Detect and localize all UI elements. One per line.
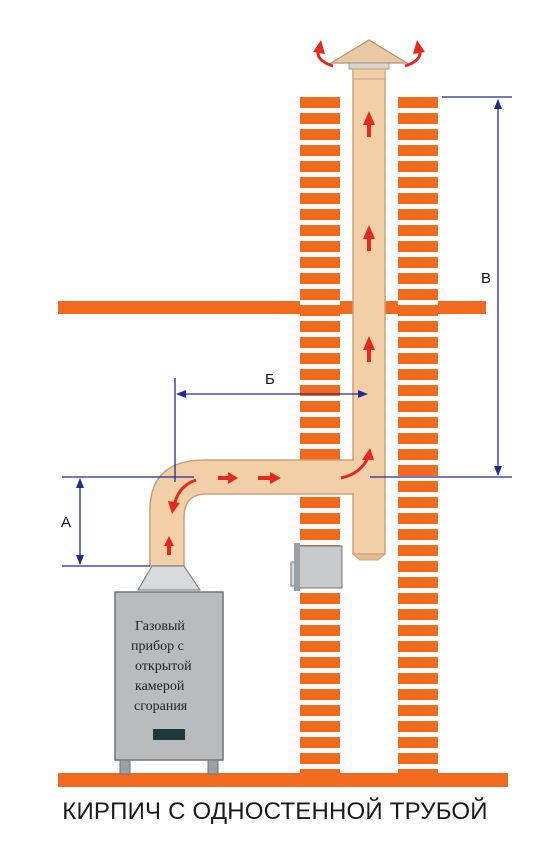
- dimension-b-label: Б: [265, 371, 275, 388]
- flow-arrow-icon: [168, 478, 197, 514]
- gas-appliance: Газовый прибор с открытой камерой сгоран…: [114, 565, 224, 775]
- cleanout-hatch: [290, 543, 343, 591]
- floor-line: [58, 773, 508, 787]
- draft-arrow-icon: [413, 40, 425, 54]
- chimney-cap: [328, 39, 410, 80]
- draft-arrow-icon: [313, 40, 325, 54]
- flow-arrow-icon: [218, 472, 238, 484]
- flow-arrow-icon: [164, 536, 174, 555]
- flow-arrow-icon: [363, 225, 375, 251]
- boiler-label-line: открытой: [135, 659, 192, 674]
- dimension-a-label: А: [61, 514, 71, 531]
- boiler-label-line: Газовый: [135, 619, 185, 634]
- flow-arrow-icon: [258, 472, 281, 484]
- flow-arrow-icon: [363, 336, 375, 362]
- flow-arrow-icon: [340, 448, 374, 480]
- boiler-label-line: прибор с: [131, 639, 184, 654]
- flue-pipe: [149, 69, 387, 567]
- flow-arrow-icon: [363, 111, 375, 137]
- diagram-caption: КИРПИЧ С ОДНОСТЕННОЙ ТРУБОЙ: [62, 798, 488, 825]
- brick-wall-left: [300, 97, 340, 773]
- brick-wall-right: [398, 97, 438, 773]
- boiler-label-line: сгорания: [134, 699, 188, 714]
- boiler-label-line: камерой: [135, 679, 185, 694]
- dimension-v-label: В: [481, 270, 491, 287]
